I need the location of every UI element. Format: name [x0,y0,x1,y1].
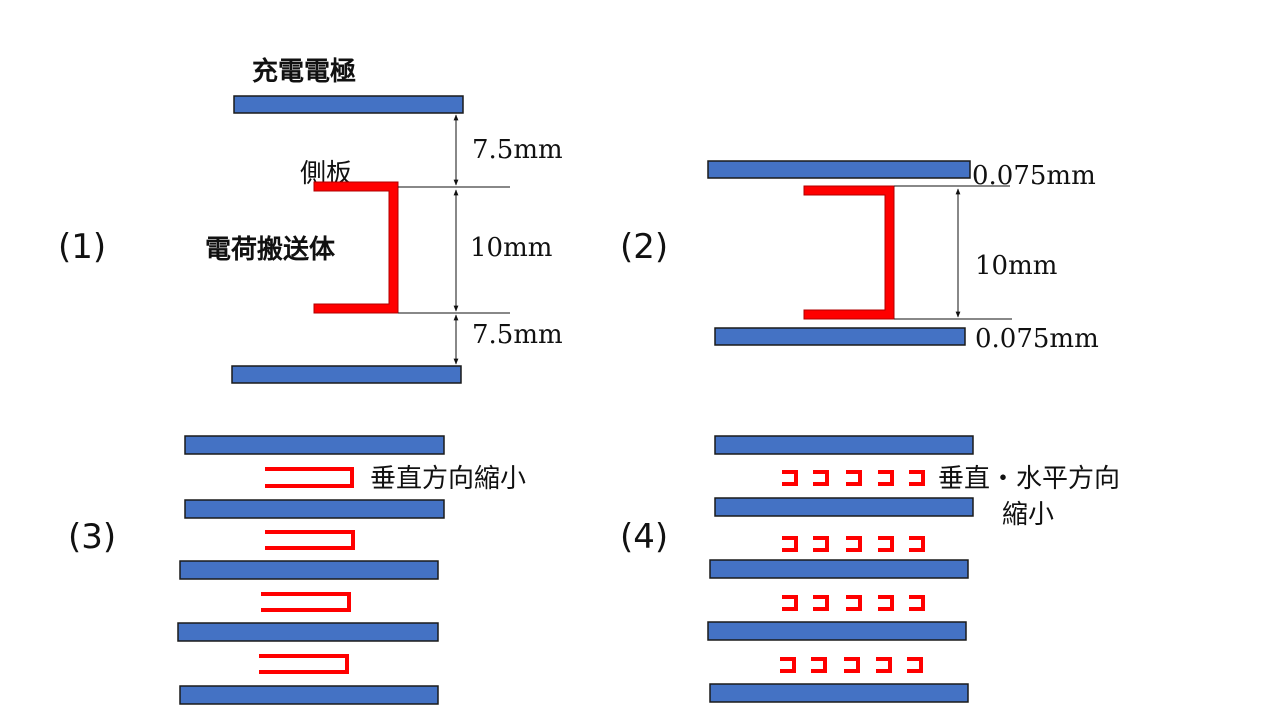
panel-4: (4) [620,435,1120,703]
charge-carrier [313,181,399,314]
mini-carrier [813,470,829,486]
electrode-4 [177,622,439,642]
mini-carrier [907,657,923,673]
electrode-5 [709,683,969,703]
height-label: 10mm [975,251,1057,281]
vertical-shrink-note: 垂直方向縮小 [370,464,526,494]
electrode-2 [184,499,445,519]
gap-bottom-label: 0.075mm [975,324,1099,354]
electrode-4 [707,621,967,641]
electrode-2 [714,497,974,517]
mini-carrier [782,595,798,611]
panel-1: (1) 充電電極 側板 電荷搬送体 7.5mm 10mm 7.5mm [58,56,563,384]
mini-carrier [780,657,796,673]
mini-carrier [846,536,862,552]
panel-2: (2) 0.075mm 10mm 0.075mm [620,160,1099,354]
mini-carrier-row-4 [780,657,923,673]
mini-carrier [782,470,798,486]
gap-bottom-label: 7.5mm [472,320,563,350]
flat-carrier-3 [261,592,351,612]
electrode-1 [184,435,445,455]
top-electrode [233,95,464,114]
mini-carrier [909,536,925,552]
gap-top-label: 7.5mm [472,135,563,165]
mini-carrier-row-3 [782,595,925,611]
gap-top-label: 0.075mm [972,161,1096,191]
electrode-1 [714,435,974,455]
shrink-note-line-2: 縮小 [1002,500,1054,530]
mini-carrier [878,470,894,486]
mini-carrier [782,536,798,552]
mini-carrier [909,470,925,486]
mini-carrier-row-1 [782,470,925,486]
electrode-3 [709,559,969,579]
mini-carrier [813,536,829,552]
panel-3-number: (3) [68,517,116,557]
mini-carrier-row-2 [782,536,925,552]
height-label: 10mm [470,233,552,263]
electrode-3 [179,560,439,580]
panel-4-number: (4) [620,517,668,557]
top-electrode [707,160,971,179]
panel-3: (3) 垂直方向縮小 [68,435,526,705]
electrode-label: 充電電極 [252,56,356,87]
mini-carrier [909,595,925,611]
mini-carrier [813,595,829,611]
mini-carrier [876,657,892,673]
charge-carrier [803,185,895,320]
mini-carrier [878,595,894,611]
mini-carrier [811,657,827,673]
mini-carrier [846,470,862,486]
flat-carrier-4 [259,654,349,674]
flat-carrier-2 [265,530,355,550]
mini-carrier [878,536,894,552]
flat-carrier-1 [265,467,354,488]
bottom-electrode [231,365,462,384]
panel-2-number: (2) [620,227,668,267]
shrink-note-line-1: 垂直・水平方向 [938,464,1120,494]
carrier-label: 電荷搬送体 [205,234,336,265]
electrode-5 [179,685,439,705]
mini-carrier [846,595,862,611]
panel-1-number: (1) [58,227,106,267]
mini-carrier [844,657,860,673]
bottom-electrode [714,327,966,346]
